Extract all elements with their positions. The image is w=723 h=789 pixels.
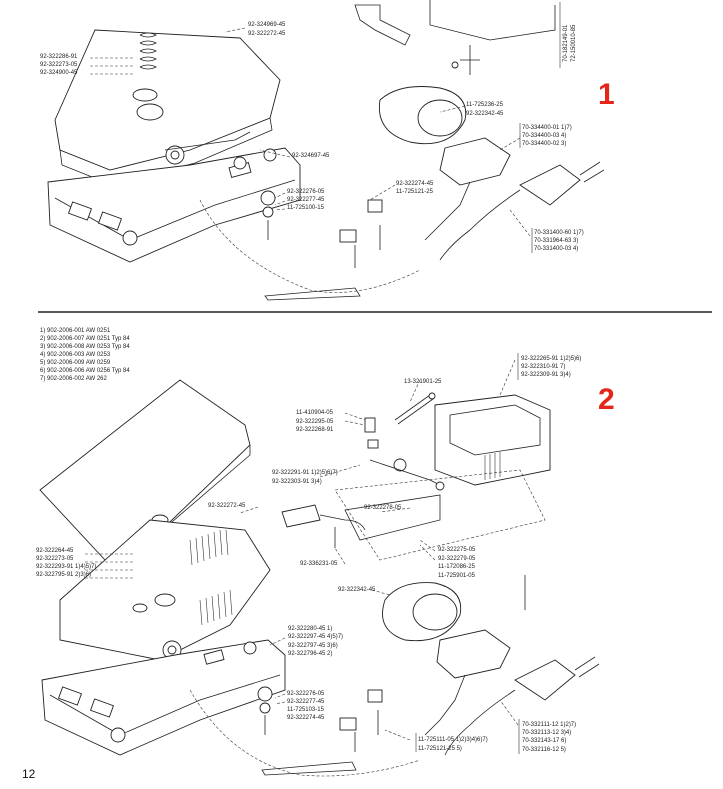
- part-label: 11-725901-05: [438, 573, 476, 579]
- part-label: 11-725121-25: [396, 189, 434, 195]
- part-label: 92-322273-05: [40, 62, 78, 68]
- part-label: 92-324900-45: [40, 70, 78, 76]
- part-label: 92-322796-45 2): [288, 651, 332, 657]
- part-label: 70-331400-03 4): [534, 246, 578, 252]
- part-label: 11-725103-15: [287, 707, 325, 713]
- part-label: 92-322277-45: [287, 197, 325, 203]
- section-marker-1: 1: [598, 78, 615, 111]
- part-label: 92-322278-05: [364, 505, 402, 511]
- pedal-base-1: [47, 147, 301, 263]
- part-label: 92-322797-45 3)6): [288, 643, 338, 649]
- part-label: 92-324697-45: [292, 153, 330, 159]
- part-label: 11-172086-25: [438, 564, 476, 570]
- part-label: 92-322342-45: [338, 587, 376, 593]
- part-label: 11-725121-25 5): [418, 746, 462, 752]
- model-item: 3) 902-2006-008 AW 0253 Typ 84: [40, 344, 130, 350]
- mains-plug-2: [514, 659, 576, 701]
- model-item: 2) 902-2006-007 AW 0251 Typ 84: [40, 336, 130, 342]
- model-item: 6) 902-2006-006 AW 0256 Typ 84: [40, 368, 130, 374]
- part-label: 11-725111-05 1)2)3)4)6)7): [418, 737, 488, 743]
- part-label: 92-322297-45 4)5)7): [288, 634, 343, 640]
- part-label: 70-332116-12 5): [522, 747, 566, 753]
- part-label: 92-322279-05: [438, 556, 476, 562]
- section-2-labels: 92-322265-91 1)2)5)6) 92-322310-91 7) 92…: [36, 356, 581, 753]
- part-label: 70-334400-03 4): [522, 133, 566, 139]
- part-label: 92-336231-05: [300, 561, 338, 567]
- part-label: 92-322277-45: [287, 699, 325, 705]
- model-item: 5) 902-2006-009 AW 0259: [40, 360, 111, 366]
- section-2-drawing: [39, 379, 600, 777]
- page-number: 12: [22, 767, 36, 781]
- part-label: 11-725100-15: [287, 205, 325, 211]
- part-label: 92-322342-45: [466, 111, 504, 117]
- part-label: 92-322274-45: [396, 181, 434, 187]
- part-label: 92-322286-91: [40, 54, 78, 60]
- part-label: 92-322310-91 7): [521, 364, 565, 370]
- part-label: 92-322276-05: [287, 691, 325, 697]
- side-label: 72-150010-85: [571, 24, 577, 62]
- part-label: 70-332113-12 3)4): [522, 730, 571, 736]
- part-label: 92-322295-05: [296, 419, 334, 425]
- part-label: 92-322309-91 3)4): [521, 372, 571, 378]
- section-1-labels: 92-324969-45 92-322272-45 92-322286-91 9…: [40, 22, 584, 252]
- model-item: 4) 902-2006-003 AW 0253: [40, 352, 111, 358]
- part-label: 92-322264-45: [36, 548, 74, 554]
- model-list: 1) 902-2006-001 AW 0251 2) 902-2006-007 …: [40, 328, 130, 382]
- part-label: 92-322275-05: [438, 547, 476, 553]
- pedal-lid-1: [54, 29, 281, 171]
- part-label: 70-334400-02 3): [522, 141, 566, 147]
- part-label: 11-725236-25: [466, 102, 504, 108]
- model-item: 1) 902-2006-001 AW 0251: [40, 328, 111, 334]
- part-label: 11-410904-05: [296, 410, 334, 416]
- part-label: 92-322293-91 1)4)5)7): [36, 564, 96, 570]
- part-label: 70-331964-63 3): [534, 238, 578, 244]
- transformer-box: [434, 394, 551, 486]
- part-label: 70-331400-60 1)7): [534, 230, 584, 236]
- part-label: 92-322272-45: [248, 31, 286, 37]
- section-marker-2: 2: [598, 383, 615, 416]
- section-1-drawing: [47, 0, 605, 301]
- part-label: 92-322268-91: [296, 427, 334, 433]
- part-label: 92-322272-45: [208, 503, 246, 509]
- part-label: 92-322280-45 1): [288, 626, 332, 632]
- connector-2: [436, 629, 511, 679]
- pedal-housing-2: [59, 519, 271, 661]
- part-label: 92-322265-91 1)2)5)6): [521, 356, 581, 362]
- part-label: 92-324969-45: [248, 22, 286, 28]
- part-label: 13-321901-25: [404, 379, 442, 385]
- part-label: 92-322276-05: [287, 189, 325, 195]
- side-label: 70-182149-01: [563, 24, 569, 62]
- leader-lines: [85, 27, 531, 741]
- part-label: 92-322274-45: [287, 715, 325, 721]
- part-label: 70-332143-17 6): [522, 738, 566, 744]
- connector-1: [439, 137, 511, 186]
- part-label: 92-322303-91 3)4): [272, 479, 322, 485]
- mains-plug-1: [519, 164, 581, 206]
- part-label: 70-334400-01 1)7): [522, 125, 572, 131]
- part-label: 92-322291-91 1)2)5)6)7): [272, 470, 338, 476]
- part-label: 92-322795-91 2)3)6): [36, 572, 91, 578]
- pedal-base-2: [41, 639, 286, 756]
- part-label: 92-322273-05: [36, 556, 74, 562]
- part-label: 70-332111-12 1)2)7): [522, 722, 576, 728]
- model-item: 7) 902-2006-002 AW 262: [40, 376, 107, 382]
- label-brackets: [415, 2, 561, 754]
